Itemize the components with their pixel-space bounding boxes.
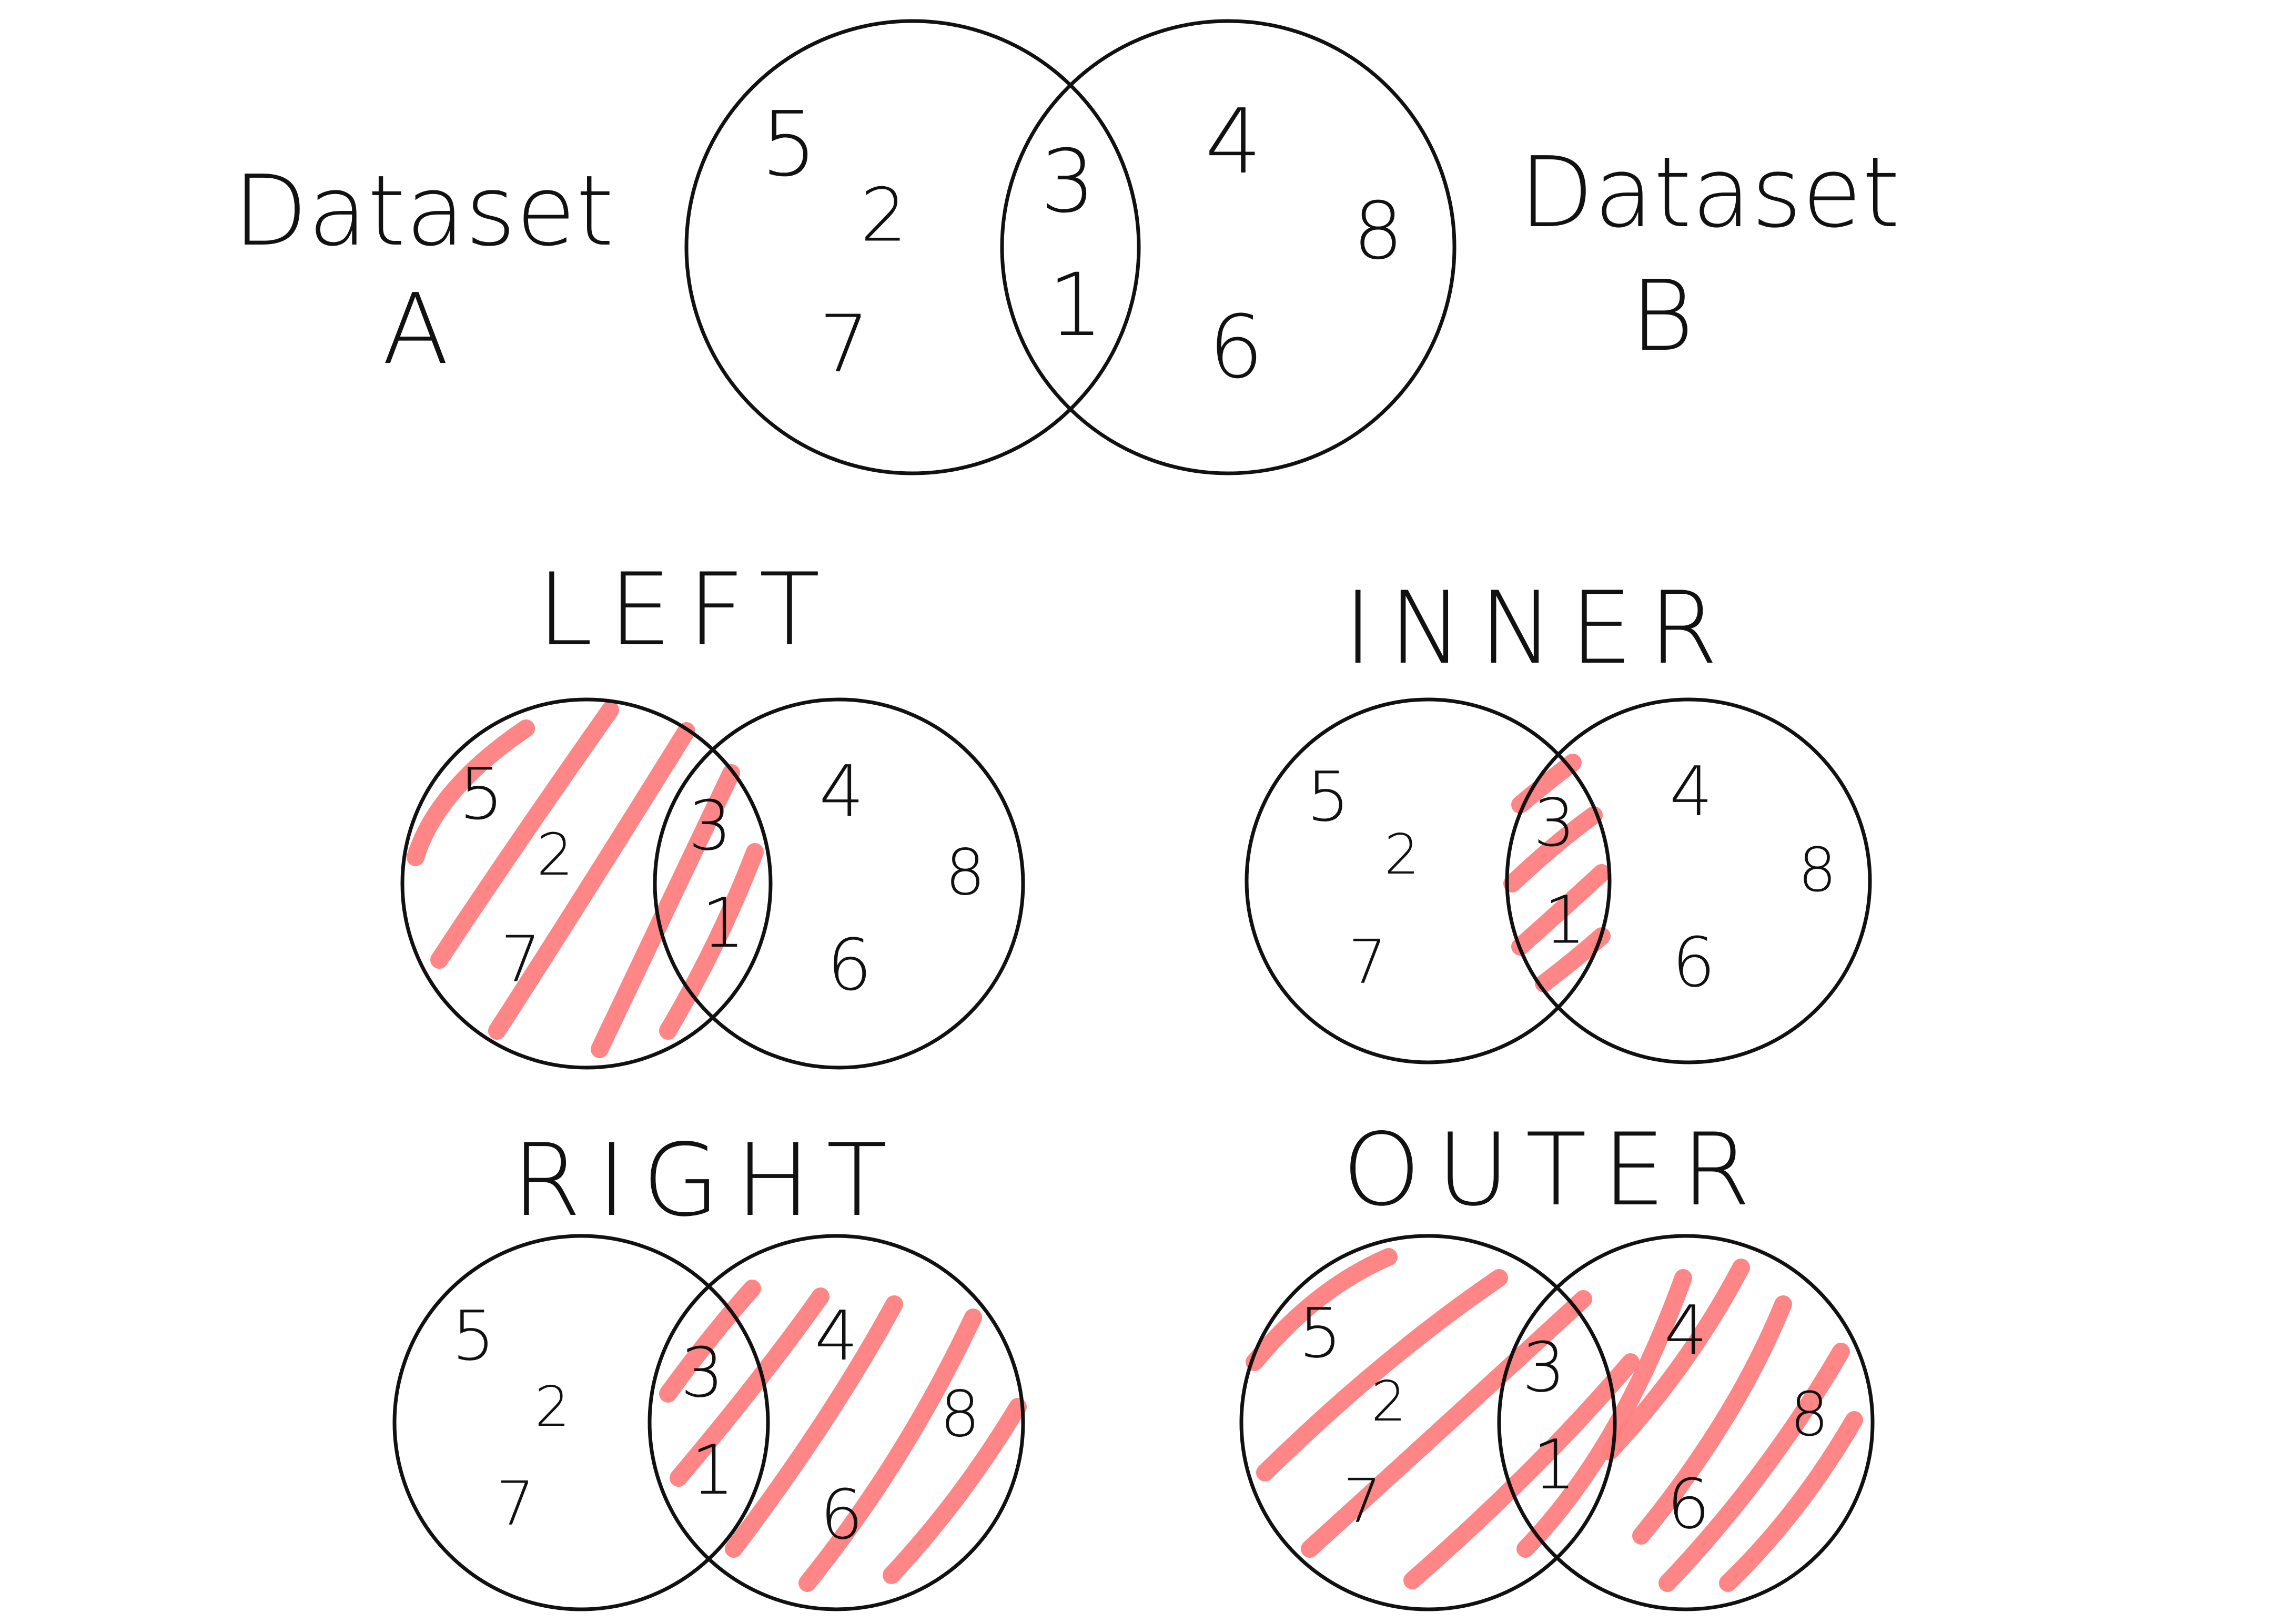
right-join-value-5: 5: [452, 1296, 495, 1376]
value-8: 8: [1353, 186, 1403, 277]
outer-join-value-7: 7: [1343, 1466, 1381, 1537]
inner-join-value-5: 5: [1307, 757, 1350, 837]
right-join-value-6: 6: [820, 1475, 864, 1555]
inner-join-value-3: 3: [1533, 785, 1575, 861]
right-join-hatching: [659, 1280, 1027, 1592]
left-join-label: LEFT: [537, 552, 836, 668]
outer-join-diagram: OUTER 5 2 7 3 1 4 8 6: [1239, 1112, 1875, 1611]
outer-join-set-a-circle: [1239, 1234, 1617, 1611]
outer-join-label: OUTER: [1342, 1112, 1767, 1228]
left-join-value-1: 1: [702, 883, 745, 963]
set-a-label-line1: Dataset: [233, 154, 614, 268]
outer-join-hatching: [1246, 1248, 1863, 1592]
right-join-value-7: 7: [496, 1469, 534, 1539]
value-7: 7: [819, 299, 869, 390]
value-2: 2: [860, 173, 907, 259]
left-join-value-4: 4: [819, 750, 864, 833]
value-3: 3: [1040, 131, 1096, 232]
right-join-diagram: RIGHT 5 2 7 3 1 4 8 6: [392, 1122, 1027, 1611]
right-join-value-2: 2: [535, 1375, 570, 1439]
left-join-set-a-circle: [400, 697, 773, 1070]
right-join-value-4: 4: [815, 1296, 858, 1376]
left-join-diagram: LEFT 5 2 7 3 1 4 8 6: [400, 552, 1025, 1070]
left-join-value-2: 2: [537, 821, 573, 888]
left-join-value-8: 8: [945, 837, 985, 910]
set-a-label-line2: A: [382, 272, 449, 386]
value-1: 1: [1048, 255, 1104, 356]
outer-join-set-b-circle: [1497, 1234, 1875, 1611]
inner-join-value-4: 4: [1670, 752, 1713, 831]
left-join-value-3: 3: [689, 786, 732, 866]
inner-join-set-a-circle: [1245, 697, 1612, 1064]
right-join-label: RIGHT: [512, 1122, 903, 1239]
outer-join-value-4: 4: [1664, 1291, 1708, 1371]
outer-join-value-1: 1: [1533, 1425, 1576, 1505]
set-b-circle: [1000, 19, 1457, 475]
set-b-label-line1: Dataset: [1519, 136, 1900, 249]
right-join-set-b-circle: [648, 1234, 1025, 1611]
main-venn: Dataset A Dataset B 5 2 7 3 1 4 8 6: [233, 19, 1900, 475]
outer-join-value-5: 5: [1299, 1293, 1342, 1373]
left-join-value-6: 6: [827, 924, 872, 1007]
inner-join-value-1: 1: [1544, 882, 1586, 959]
set-a-circle: [684, 19, 1141, 475]
inner-join-label: INNER: [1343, 570, 1734, 686]
value-4: 4: [1205, 90, 1262, 194]
right-join-value-3: 3: [681, 1333, 724, 1413]
right-join-value-8: 8: [940, 1378, 980, 1452]
left-join-hatching: [407, 701, 764, 1058]
right-join-value-1: 1: [691, 1430, 735, 1510]
inner-join-value-8: 8: [1798, 835, 1836, 906]
inner-join-set-b-circle: [1505, 697, 1872, 1064]
right-join-set-a-circle: [392, 1234, 770, 1611]
value-5: 5: [761, 93, 817, 197]
left-join-set-b-circle: [653, 697, 1025, 1070]
outer-join-value-8: 8: [1790, 1379, 1828, 1450]
outer-join-value-3: 3: [1522, 1327, 1566, 1407]
inner-join-diagram: INNER 5 2 7 3 1 4 8 6: [1245, 570, 1872, 1064]
outer-join-value-6: 6: [1667, 1464, 1711, 1544]
inner-join-value-2: 2: [1384, 823, 1420, 887]
left-join-value-5: 5: [459, 753, 504, 836]
outer-join-value-2: 2: [1371, 1370, 1407, 1434]
inner-join-value-6: 6: [1672, 922, 1716, 1002]
inner-join-value-7: 7: [1348, 927, 1387, 998]
set-b-label-line2: B: [1630, 259, 1694, 373]
left-join-value-7: 7: [501, 924, 541, 997]
value-6: 6: [1209, 297, 1264, 398]
